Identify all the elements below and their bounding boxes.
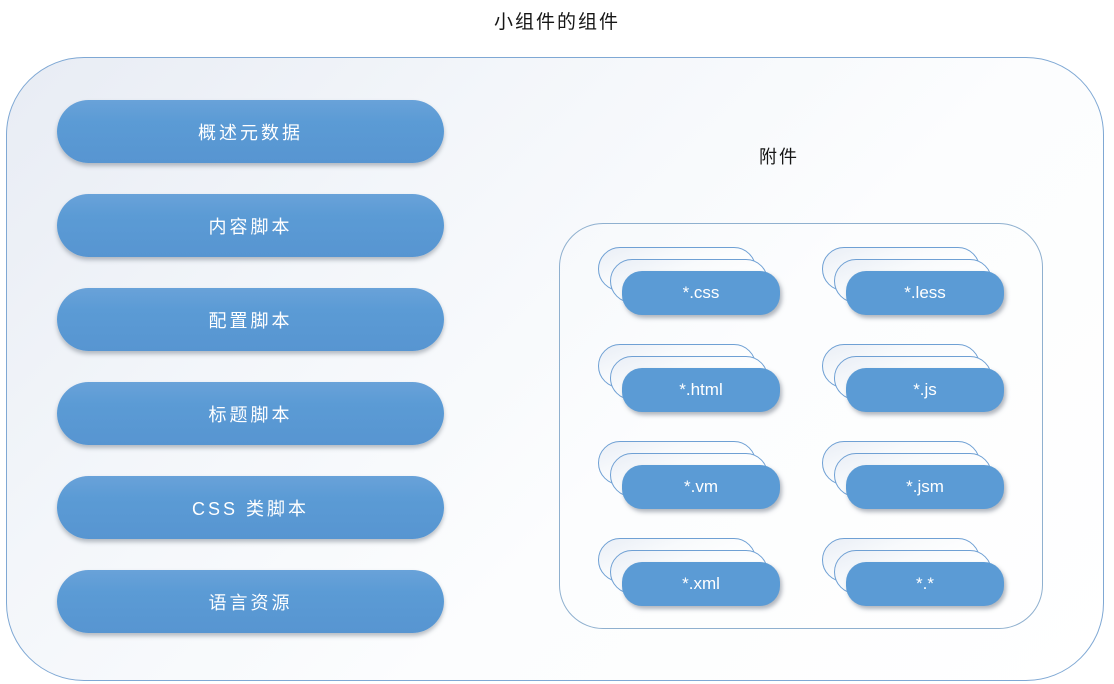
file-stack-jsm: *.jsm [822, 441, 1004, 509]
component-pill-label: 配置脚本 [208, 310, 293, 331]
component-pill-css-class-script: CSS 类脚本 [57, 476, 444, 539]
file-pill-label: *.html [679, 380, 723, 399]
component-pill-label: 标题脚本 [208, 404, 293, 425]
file-pill-label: *.css [682, 283, 720, 302]
component-pill-label: 概述元数据 [198, 122, 303, 143]
file-stack-js: *.js [822, 344, 1004, 412]
file-pill-css: *.css [622, 271, 780, 315]
component-pill-content-script: 内容脚本 [57, 194, 444, 257]
component-pill-overview-metadata: 概述元数据 [57, 100, 444, 163]
file-pill-jsm: *.jsm [846, 465, 1004, 509]
file-pill-label: *.xml [682, 574, 720, 593]
attachments-panel: *.css *.less *.html *.js [559, 223, 1043, 629]
file-stack-less: *.less [822, 247, 1004, 315]
file-pill-less: *.less [846, 271, 1004, 315]
file-pill-label: *.* [916, 574, 934, 593]
file-pill-label: *.js [913, 380, 937, 399]
file-stack-xml: *.xml [598, 538, 780, 606]
file-pill-label: *.jsm [906, 477, 944, 496]
file-pill-xml: *.xml [622, 562, 780, 606]
file-pill-label: *.vm [684, 477, 718, 496]
file-stack-css: *.css [598, 247, 780, 315]
component-pill-label: CSS 类脚本 [191, 498, 309, 519]
file-stack-html: *.html [598, 344, 780, 412]
component-pill-label: 语言资源 [208, 592, 293, 613]
file-pill-js: *.js [846, 368, 1004, 412]
component-pill-language-resources: 语言资源 [57, 570, 444, 633]
page-title: 小组件的组件 [493, 12, 620, 33]
component-pill-label: 内容脚本 [208, 216, 293, 237]
file-stack-vm: *.vm [598, 441, 780, 509]
components-column: 概述元数据 内容脚本 配置脚本 标题脚本 CSS 类脚本 语言资源 [57, 100, 444, 633]
file-pill-vm: *.vm [622, 465, 780, 509]
file-pill-label: *.less [904, 283, 946, 302]
attachments-label: 附件 [759, 147, 799, 167]
file-pill-any: *.* [846, 562, 1004, 606]
component-pill-config-script: 配置脚本 [57, 288, 444, 351]
component-pill-title-script: 标题脚本 [57, 382, 444, 445]
file-pill-html: *.html [622, 368, 780, 412]
file-stack-any: *.* [822, 538, 1004, 606]
widget-components-panel: 概述元数据 内容脚本 配置脚本 标题脚本 CSS 类脚本 语言资源 附件 *.c… [6, 57, 1104, 681]
